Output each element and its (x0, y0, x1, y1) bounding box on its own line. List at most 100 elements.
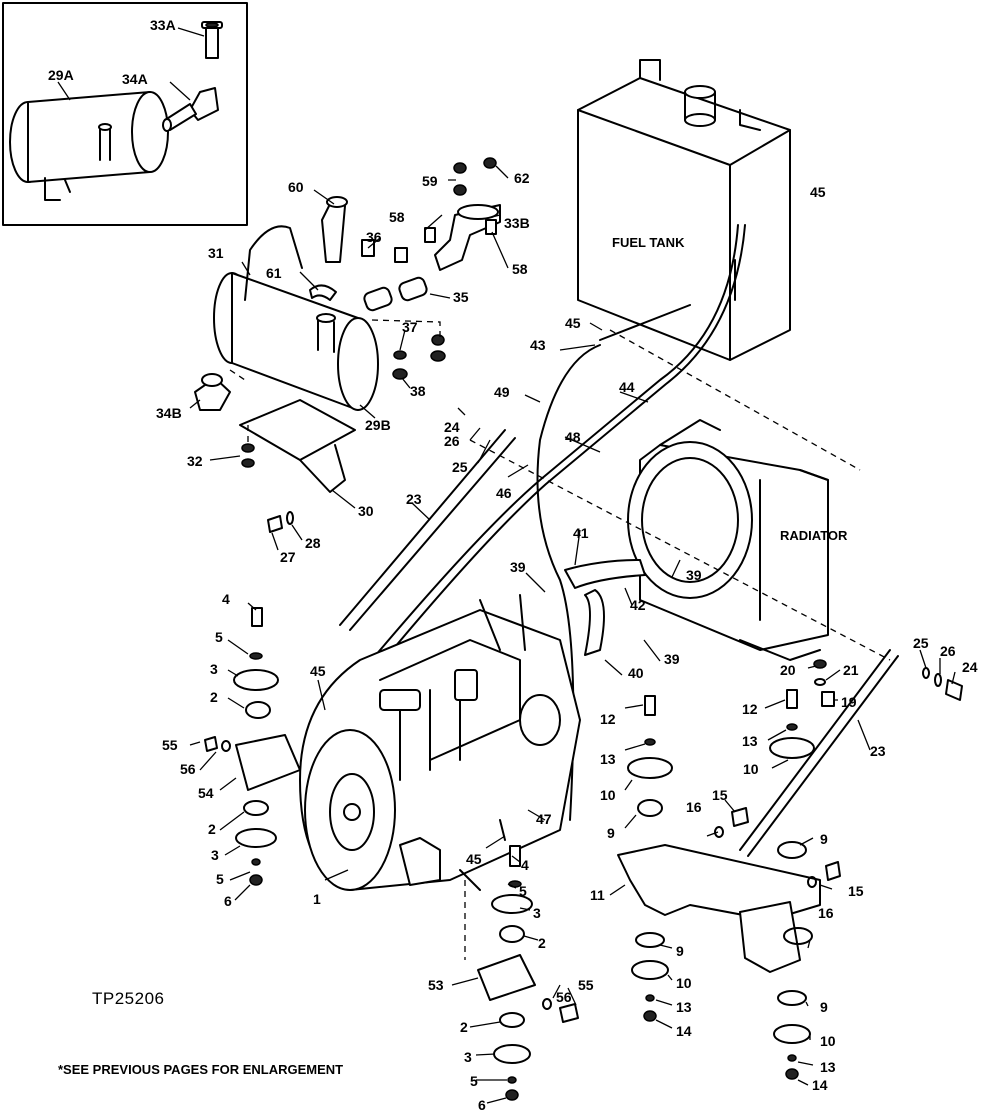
label-6: 6 (478, 1097, 486, 1113)
label-13: 13 (676, 999, 692, 1015)
label-59: 59 (422, 173, 438, 189)
part-labels: 60 59 62 58 33B 31 36 61 35 58 37 38 34B… (156, 170, 978, 1113)
label-30: 30 (358, 503, 374, 519)
fuel-tank-label: FUEL TANK (612, 235, 685, 250)
label-53: 53 (428, 977, 444, 993)
label-44: 44 (619, 379, 635, 395)
label-45: 45 (466, 851, 482, 867)
label-2: 2 (538, 935, 546, 951)
label-41: 41 (573, 525, 589, 541)
label-49: 49 (494, 384, 510, 400)
label-32: 32 (187, 453, 203, 469)
label-34A: 34A (122, 71, 148, 87)
label-13: 13 (820, 1059, 836, 1075)
label-40: 40 (628, 665, 644, 681)
label-62: 62 (514, 170, 530, 186)
label-55: 55 (578, 977, 594, 993)
label-2: 2 (210, 689, 218, 705)
label-10: 10 (743, 761, 759, 777)
footnote: *SEE PREVIOUS PAGES FOR ENLARGEMENT (58, 1062, 343, 1077)
label-9: 9 (676, 943, 684, 959)
label-33A: 33A (150, 17, 176, 33)
radiator: RADIATOR (627, 419, 848, 661)
exhaust-pipes (241, 157, 501, 533)
label-12: 12 (600, 711, 616, 727)
label-2: 2 (460, 1019, 468, 1035)
label-16: 16 (818, 905, 834, 921)
label-3: 3 (210, 661, 218, 677)
label-10: 10 (820, 1033, 836, 1049)
label-31: 31 (208, 245, 224, 261)
label-58: 58 (389, 209, 405, 225)
label-25: 25 (452, 459, 468, 475)
enlargement-inset: 33A 34A 29A (2, 2, 248, 226)
label-33B: 33B (504, 215, 530, 231)
label-5: 5 (470, 1073, 478, 1089)
figure-code: TP25206 (92, 989, 165, 1008)
label-6: 6 (224, 893, 232, 909)
label-55: 55 (162, 737, 178, 753)
label-14: 14 (812, 1077, 828, 1093)
label-54: 54 (198, 785, 214, 801)
label-60: 60 (288, 179, 304, 195)
label-42: 42 (630, 597, 646, 613)
label-58: 58 (512, 261, 528, 277)
label-19: 19 (841, 694, 857, 710)
label-20: 20 (780, 662, 796, 678)
label-12: 12 (742, 701, 758, 717)
label-2: 2 (208, 821, 216, 837)
label-21: 21 (843, 662, 859, 678)
label-3: 3 (533, 905, 541, 921)
label-10: 10 (676, 975, 692, 991)
label-46: 46 (496, 485, 512, 501)
label-43: 43 (530, 337, 546, 353)
label-14: 14 (676, 1023, 692, 1039)
engine (299, 594, 581, 891)
label-45: 45 (310, 663, 326, 679)
label-4: 4 (521, 857, 529, 873)
label-24: 24 (444, 419, 460, 435)
label-56: 56 (556, 989, 572, 1005)
label-9: 9 (820, 831, 828, 847)
label-16: 16 (686, 799, 702, 815)
label-15: 15 (848, 883, 864, 899)
label-23: 23 (406, 491, 422, 507)
label-4: 4 (222, 591, 230, 607)
label-29A: 29A (48, 67, 74, 83)
engine-mounts (204, 607, 963, 1101)
label-5: 5 (215, 629, 223, 645)
label-9: 9 (607, 825, 615, 841)
label-5: 5 (216, 871, 224, 887)
label-39: 39 (664, 651, 680, 667)
label-3: 3 (464, 1049, 472, 1065)
label-9: 9 (820, 999, 828, 1015)
label-35: 35 (453, 289, 469, 305)
label-39: 39 (510, 559, 526, 575)
label-13: 13 (600, 751, 616, 767)
label-28: 28 (305, 535, 321, 551)
label-37: 37 (402, 319, 418, 335)
label-45: 45 (565, 315, 581, 331)
label-3: 3 (211, 847, 219, 863)
leader-lines (189, 165, 956, 1104)
label-26: 26 (940, 643, 956, 659)
label-23: 23 (870, 743, 886, 759)
label-48: 48 (565, 429, 581, 445)
fuel-tank: FUEL TANK (577, 59, 791, 361)
label-34B: 34B (156, 405, 182, 421)
label-26: 26 (444, 433, 460, 449)
label-56: 56 (180, 761, 196, 777)
label-11: 11 (590, 887, 605, 903)
label-45: 45 (810, 184, 826, 200)
label-24: 24 (962, 659, 978, 675)
label-39: 39 (686, 567, 702, 583)
label-1: 1 (313, 891, 321, 907)
label-38: 38 (410, 383, 426, 399)
label-29B: 29B (365, 417, 391, 433)
label-61: 61 (266, 265, 282, 281)
label-15: 15 (712, 787, 728, 803)
label-36: 36 (366, 229, 382, 245)
label-5: 5 (519, 883, 527, 899)
label-27: 27 (280, 549, 296, 565)
